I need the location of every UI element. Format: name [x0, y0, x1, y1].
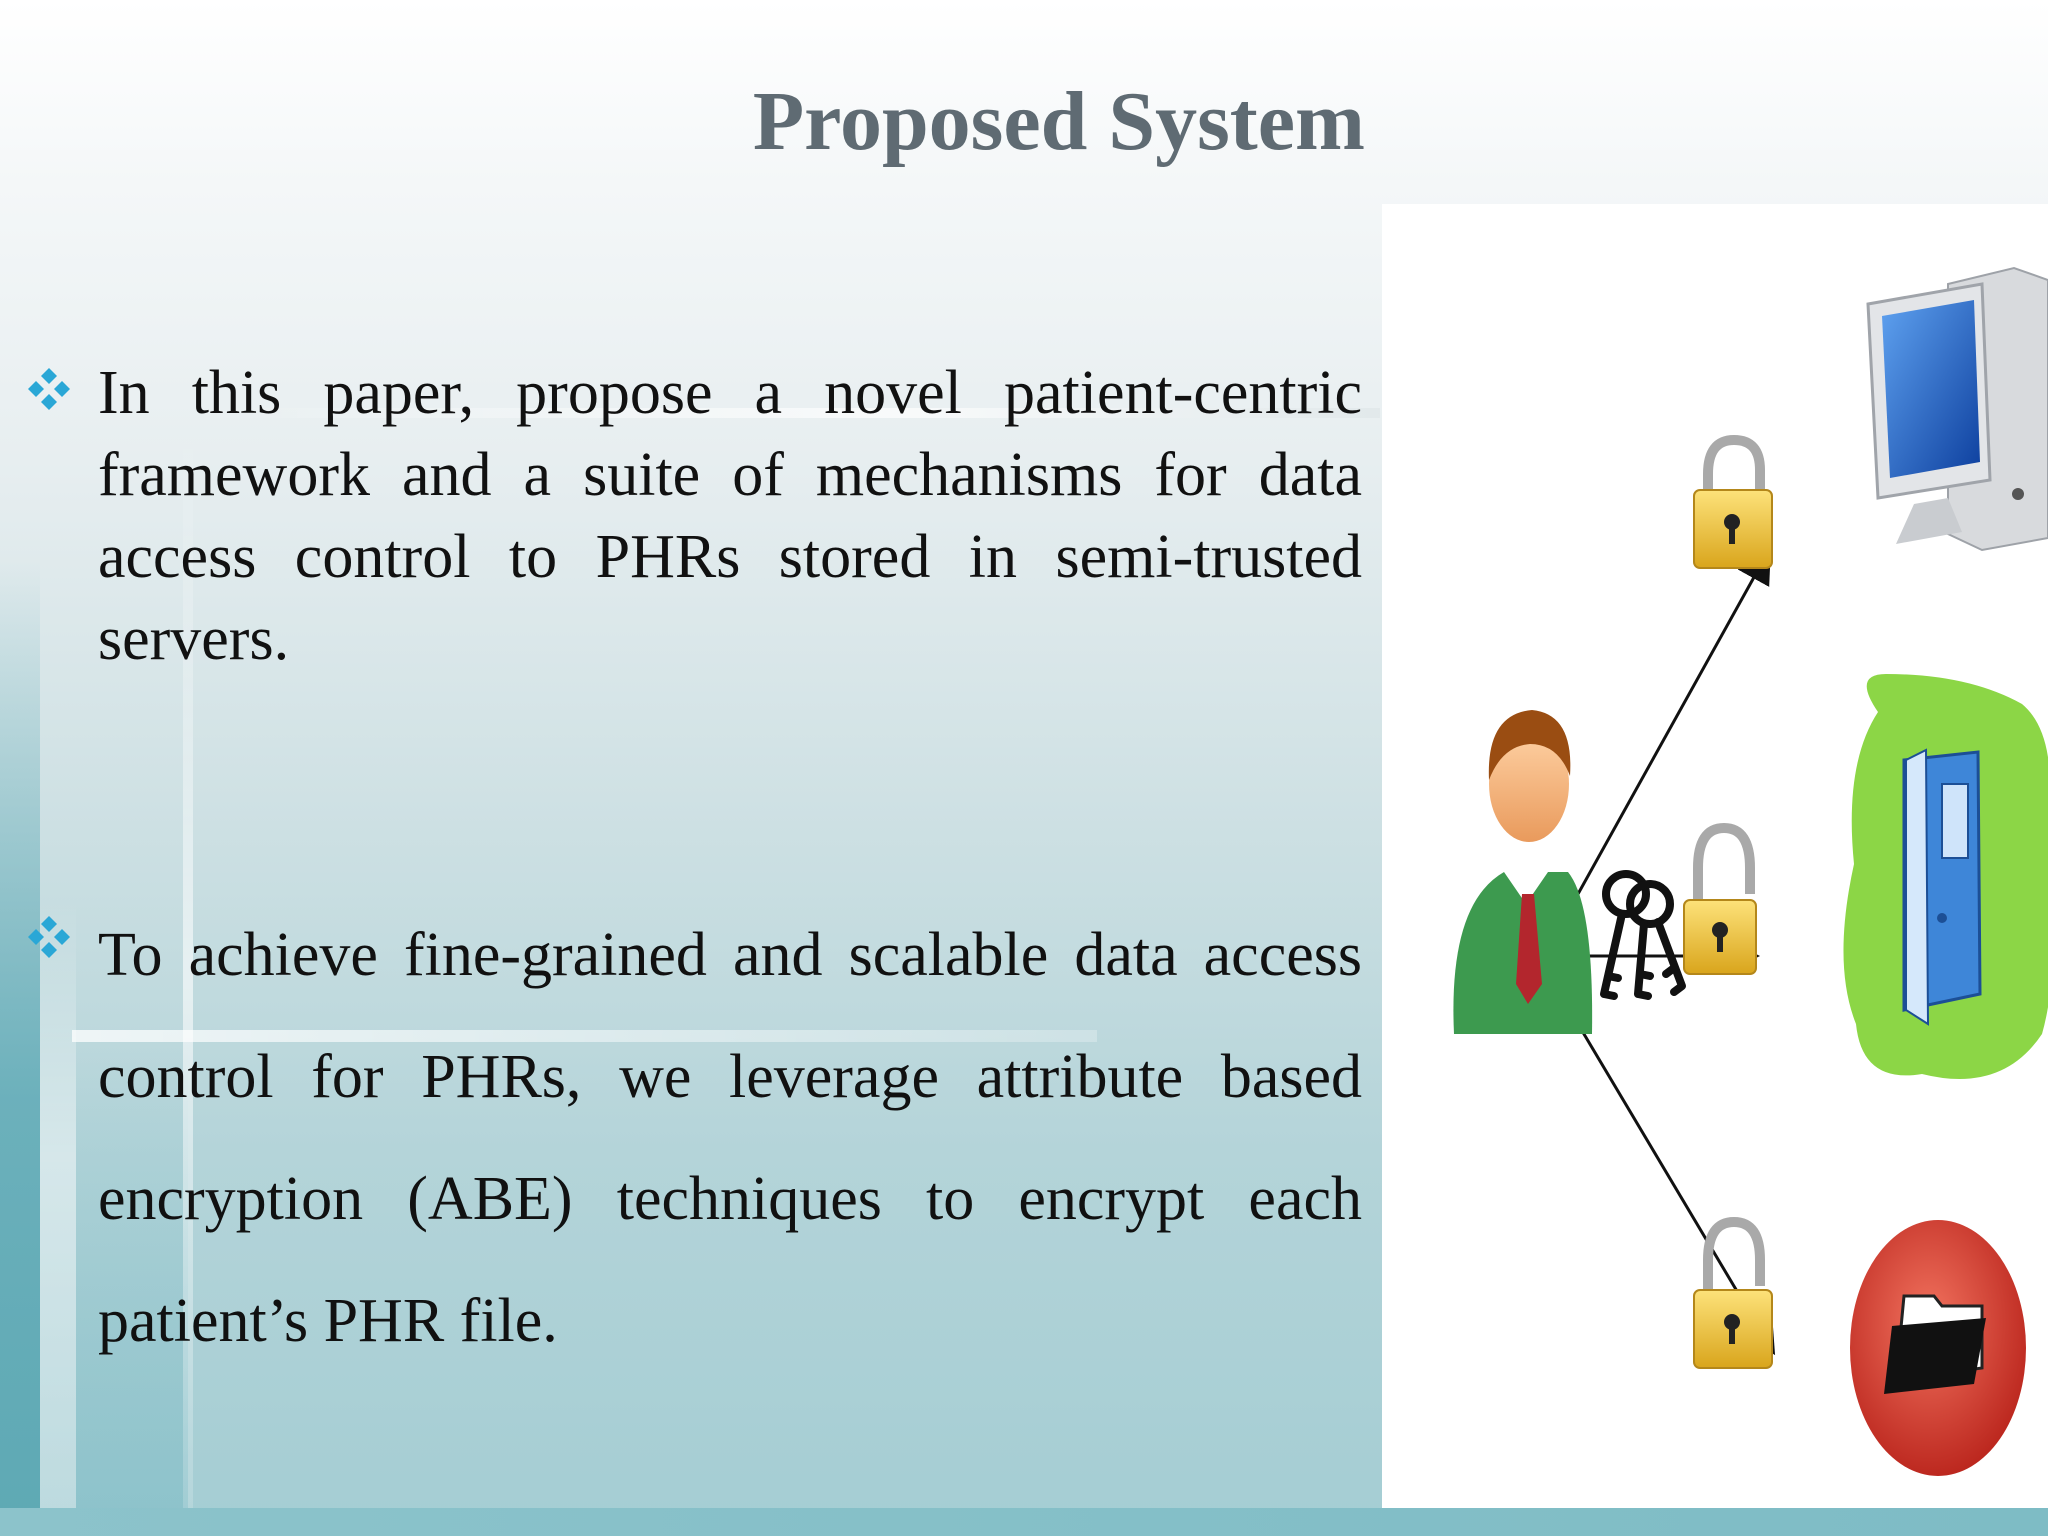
- access-control-illustration: [1382, 204, 2048, 1508]
- decorative-bar: [72, 1030, 1097, 1042]
- padlock-icon: [1693, 1216, 1773, 1369]
- user-icon: [1453, 710, 1593, 1034]
- computer-icon: [1866, 266, 2048, 552]
- decorative-bottom-band: [0, 1508, 2048, 1536]
- padlock-icon: [1693, 434, 1773, 569]
- decorative-band: [0, 560, 40, 1536]
- decorative-strip: [76, 1040, 188, 1536]
- decorative-strip: [40, 900, 76, 1536]
- decorative-line: [183, 420, 193, 1536]
- padlock-icon: [1683, 822, 1757, 975]
- diamond-bullet-icon: [28, 368, 70, 410]
- diamond-bullet-icon: [28, 916, 70, 958]
- keys-icon: [1600, 870, 1686, 1000]
- bullet-text: In this paper, propose a novel patient-c…: [98, 359, 1362, 673]
- door-icon: [1843, 674, 2048, 1079]
- folder-icon: [1850, 1220, 2026, 1476]
- bullet-text: To achieve fine-grained and scalable dat…: [98, 921, 1362, 1355]
- slide-title: Proposed System: [752, 75, 1365, 168]
- decorative-bar: [180, 408, 1380, 418]
